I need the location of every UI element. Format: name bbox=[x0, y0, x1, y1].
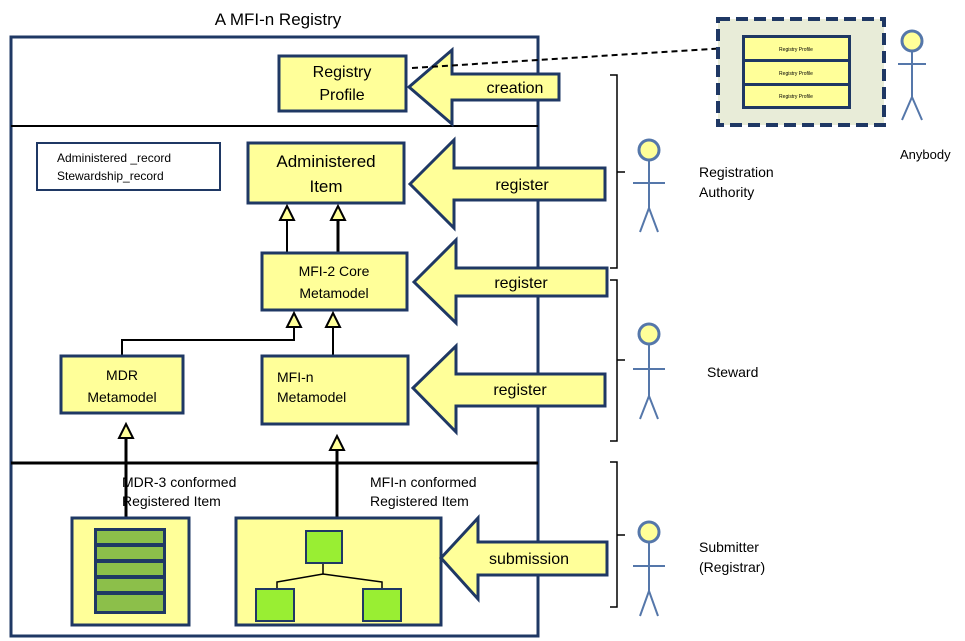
registry-profile-line2: Profile bbox=[319, 87, 364, 104]
profile-item-1: Registry Profile bbox=[779, 47, 813, 53]
core-metamodel-line1: MFI-2 Core bbox=[299, 263, 370, 279]
authority-brace bbox=[610, 74, 625, 269]
register-label-2: register bbox=[494, 275, 548, 292]
tree-right-node bbox=[362, 588, 402, 622]
steward-label: Steward bbox=[707, 364, 758, 380]
registry-profile-line1: Registry bbox=[313, 64, 372, 81]
register-arrow-mfin[interactable]: register bbox=[410, 342, 607, 436]
core-metamodel-box[interactable]: MFI-2 Core Metamodel bbox=[260, 251, 409, 312]
register-arrow-administered[interactable]: register bbox=[407, 136, 607, 232]
registry-frame bbox=[9, 35, 540, 638]
creation-label: creation bbox=[487, 80, 544, 97]
metamodel-to-core-links bbox=[121, 310, 342, 356]
submission-arrow[interactable]: submission bbox=[438, 514, 609, 603]
anybody-actor-icon bbox=[898, 29, 926, 121]
register-label-3: register bbox=[493, 382, 547, 399]
mdr-metamodel-line1: MDR bbox=[106, 367, 138, 383]
administered-item-line2: Item bbox=[309, 177, 342, 196]
register-arrow-core[interactable]: register bbox=[411, 236, 609, 327]
registration-authority-line2: Authority bbox=[699, 184, 754, 200]
mfin-metamodel-line1: MFI-n bbox=[277, 369, 314, 385]
core-metamodel-line2: Metamodel bbox=[299, 285, 368, 301]
tree-left-node bbox=[255, 588, 295, 622]
mdr3-label-line1: MDR-3 conformed bbox=[122, 474, 236, 490]
profile-item-3: Registry Profile bbox=[779, 94, 813, 100]
submission-label: submission bbox=[489, 551, 569, 568]
mdr-metamodel-box[interactable]: MDR Metamodel bbox=[59, 354, 185, 415]
register-label-1: register bbox=[495, 177, 549, 194]
mdr-metamodel-line2: Metamodel bbox=[87, 389, 156, 405]
creation-arrow[interactable]: creation bbox=[406, 46, 561, 128]
registration-authority-actor-icon bbox=[633, 138, 665, 233]
submitter-line1: Submitter bbox=[699, 539, 759, 555]
registry-profile-box[interactable]: Registry Profile bbox=[277, 54, 408, 113]
records-note-line1: Administered _record bbox=[57, 151, 171, 165]
registry-profile-panel[interactable]: Registry Profile Registry Profile Regist… bbox=[716, 17, 886, 127]
submitter-actor-icon bbox=[633, 520, 665, 617]
records-note-line2: Stewardship_record bbox=[57, 169, 164, 183]
anybody-label: Anybody bbox=[900, 147, 951, 162]
administered-item-line1: Administered bbox=[276, 152, 375, 171]
steward-brace bbox=[610, 279, 625, 442]
steward-actor-icon bbox=[633, 322, 665, 420]
item-to-metamodel-links bbox=[117, 421, 346, 518]
mfin-label-line2: Registered Item bbox=[370, 493, 469, 509]
administered-item-box[interactable]: Administered Item bbox=[246, 141, 406, 205]
submitter-line2: (Registrar) bbox=[699, 559, 765, 575]
submitter-brace bbox=[610, 461, 625, 608]
profile-dashed-link bbox=[411, 46, 743, 69]
profile-item-2: Registry Profile bbox=[779, 71, 813, 77]
tree-root-node bbox=[305, 530, 343, 564]
registration-authority-line1: Registration bbox=[699, 164, 774, 180]
mdr3-registered-item[interactable] bbox=[70, 516, 191, 627]
mfin-metamodel-line2: Metamodel bbox=[277, 389, 346, 405]
mfin-metamodel-box[interactable]: MFI-n Metamodel bbox=[260, 354, 410, 426]
mfin-label-line1: MFI-n conformed bbox=[370, 474, 477, 490]
records-note-box: Administered _record Stewardship_record bbox=[36, 142, 221, 191]
core-to-administered-links bbox=[278, 203, 347, 253]
registry-title: A MFI-n Registry bbox=[215, 10, 342, 29]
mfin-registered-item[interactable] bbox=[234, 516, 443, 627]
mdr3-label-line2: Registered Item bbox=[122, 493, 221, 509]
